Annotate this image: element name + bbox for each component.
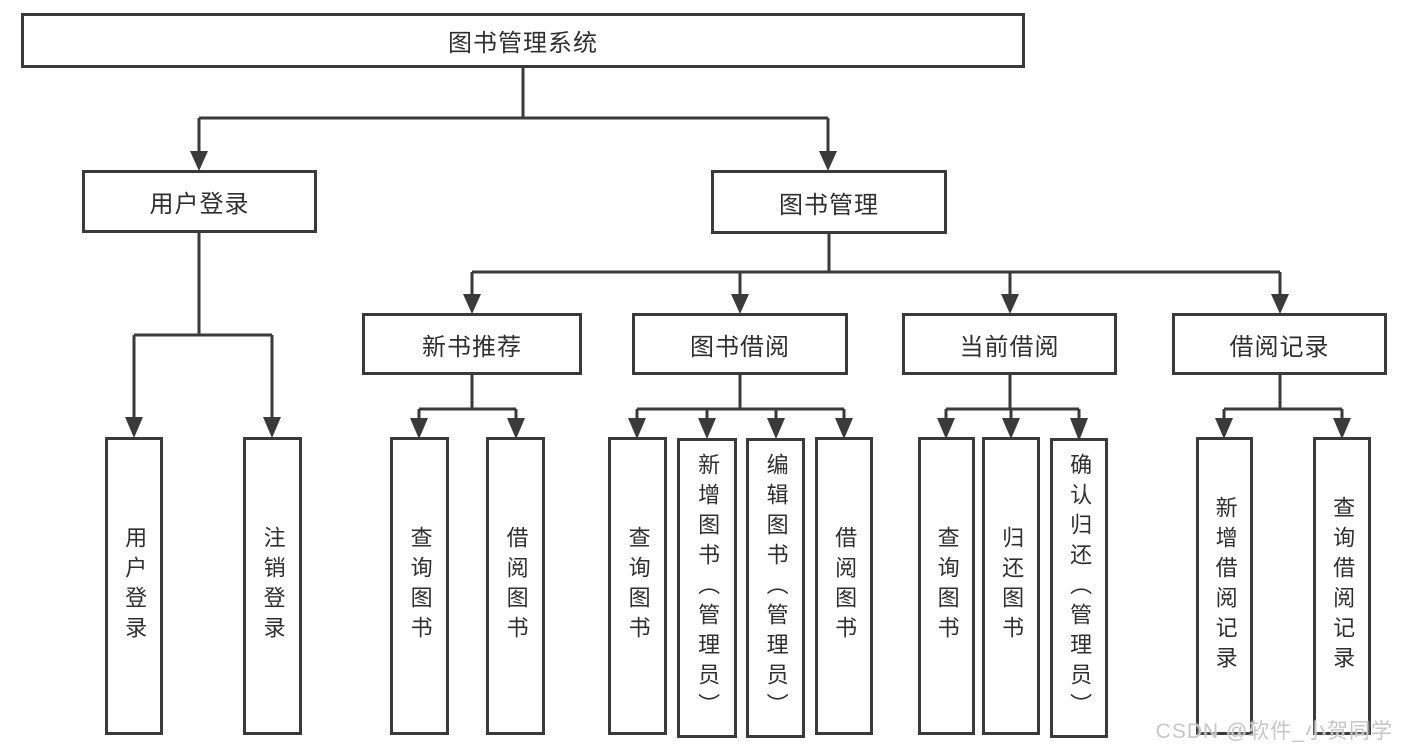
node-book-borrowing: 图书借阅: [632, 313, 848, 375]
leaf-query-books-2: 查询图书: [608, 437, 667, 735]
rail-records: [1224, 375, 1342, 411]
rail-book-mgmt: [472, 234, 1280, 274]
leaf-confirm-return-admin: 确认归还（管理员）: [1050, 438, 1108, 738]
node-label: 新书推荐: [422, 333, 522, 361]
arrow-head: [1001, 294, 1019, 314]
leaf-label: 借阅图书: [503, 526, 529, 646]
arrow-head: [731, 294, 749, 314]
arrow-head: [1215, 418, 1233, 439]
leaf-label: 借阅图书: [832, 526, 858, 646]
arrow-head: [410, 418, 428, 439]
node-user-login: 用户登录: [82, 170, 317, 233]
arrow-head: [819, 151, 837, 171]
arrow-head: [628, 418, 646, 439]
leaf-logout: 注销登录: [243, 437, 302, 735]
node-label: 图书管理: [779, 191, 879, 219]
node-label: 图书借阅: [690, 333, 790, 361]
leaf-label: 用户登录: [122, 526, 148, 646]
node-label: 当前借阅: [959, 333, 1060, 361]
node-label: 图书管理系统: [448, 30, 598, 57]
node-library-management-system: 图书管理系统: [21, 13, 1025, 68]
leaf-label: 确认归还（管理员）: [1067, 453, 1093, 723]
arrow-head: [1333, 418, 1351, 439]
leaf-label: 归还图书: [999, 526, 1025, 646]
leaf-edit-books-admin: 编辑图书（管理员）: [746, 438, 805, 738]
leaf-label: 查询图书: [625, 526, 651, 646]
leaf-return-books: 归还图书: [982, 437, 1040, 735]
rail-current: [946, 375, 1079, 411]
arrow-head: [463, 294, 481, 314]
leaf-query-books-1: 查询图书: [390, 437, 449, 735]
leaf-query-books-3: 查询图书: [918, 437, 975, 735]
node-label: 借阅记录: [1229, 333, 1330, 361]
arrow-head: [125, 417, 143, 438]
arrow-head: [1271, 294, 1289, 314]
leaf-borrow-books-2: 借阅图书: [815, 437, 873, 735]
rail-user-login: [134, 233, 272, 337]
leaf-label: 查询图书: [407, 526, 433, 646]
leaf-add-borrow-record: 新增借阅记录: [1196, 437, 1253, 735]
watermark: CSDN @软件_小贺同学: [1155, 720, 1393, 743]
leaf-label: 查询借阅记录: [1330, 496, 1356, 676]
node-label: 用户登录: [149, 191, 250, 218]
rail-root: [199, 68, 828, 120]
arrow-head: [1070, 418, 1088, 441]
arrow-head: [937, 418, 955, 439]
node-current-borrowing: 当前借阅: [902, 313, 1117, 375]
arrow-head: [835, 418, 853, 439]
arrow-head: [190, 151, 208, 171]
leaf-label: 新增图书（管理员）: [695, 453, 721, 723]
leaf-query-borrow-record: 查询借阅记录: [1313, 437, 1371, 735]
leaf-label: 注销登录: [260, 526, 286, 646]
leaf-label: 查询图书: [934, 526, 960, 646]
leaf-label: 新增借阅记录: [1212, 496, 1238, 676]
node-new-book-recommendation: 新书推荐: [362, 313, 582, 375]
leaf-label: 编辑图书（管理员）: [763, 453, 789, 723]
leaf-add-books-admin: 新增图书（管理员）: [677, 438, 737, 738]
node-borrowing-records: 借阅记录: [1172, 313, 1387, 375]
leaf-borrow-books-1: 借阅图书: [486, 437, 545, 735]
arrow-head: [698, 418, 716, 439]
rail-borrow: [637, 375, 844, 411]
arrow-head: [507, 418, 525, 439]
arrow-head: [263, 417, 281, 438]
arrow-head: [767, 418, 785, 439]
arrow-head: [1002, 418, 1020, 439]
node-book-management: 图书管理: [711, 170, 947, 234]
leaf-user-login: 用户登录: [105, 437, 163, 735]
rail-new-book: [419, 375, 516, 411]
